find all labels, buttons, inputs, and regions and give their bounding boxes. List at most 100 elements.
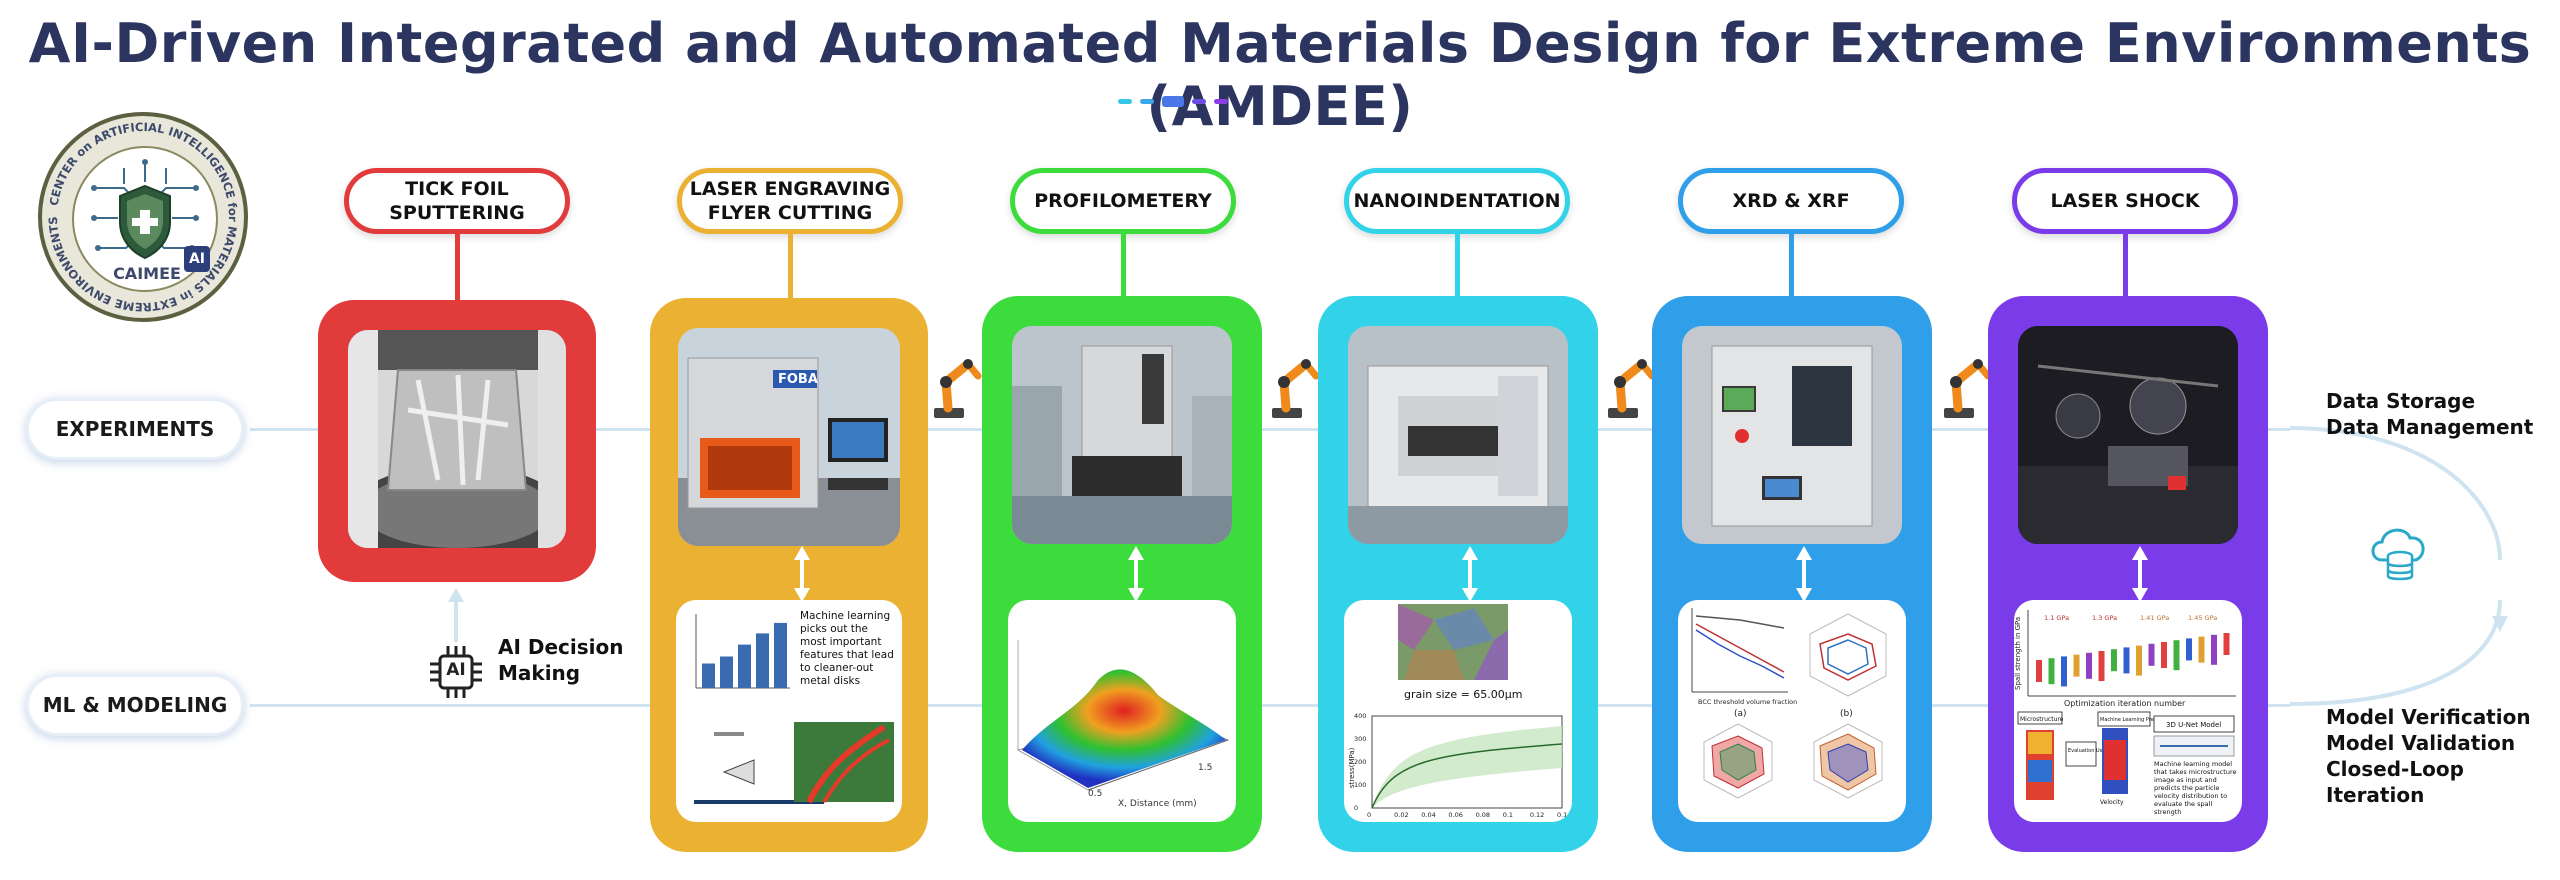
ml-lane-line [250, 704, 2290, 707]
profilometry-tick: 1.5 [1198, 763, 1212, 773]
radar-chart-bottom-left [1703, 723, 1773, 799]
robot-arm-icon-2 [1272, 359, 1320, 418]
nano-y-tick: 300 [1354, 735, 1366, 743]
nano-x-axis-label: strain [1455, 821, 1478, 822]
feature-bar [702, 663, 715, 688]
flyer-disk-illustration [694, 722, 894, 804]
nano-x-tick: 0.02 [1394, 811, 1408, 819]
experiments-lane-line [250, 428, 2290, 431]
spall-tag: 1.3 GPa [2092, 614, 2117, 622]
profilometry-tick: 0.5 [1088, 789, 1102, 799]
spall-box [2211, 634, 2217, 665]
panel-profilometry: X, Distance (mm) 0.5 1.5 [982, 296, 1262, 852]
step-label-nanoindentation: NANOINDENTATION [1344, 168, 1570, 234]
feature-bar [774, 622, 787, 688]
experiments-lane-label: EXPERIMENTS [26, 398, 244, 460]
nano-y-axis-label: stress(MPa) [1348, 747, 1356, 788]
nano-y-tick: 100 [1354, 781, 1366, 789]
step-label-laser-shock: LASER SHOCK [2012, 168, 2238, 234]
step-label-xrd-xrf: XRD & XRF [1678, 168, 1904, 234]
svg-text:Evaluation Using FE: Evaluation Using FE [2068, 748, 2118, 754]
connector-xrd-xrf [1789, 234, 1794, 296]
page-title: AI-Driven Integrated and Automated Mater… [28, 12, 2532, 138]
nano-x-tick: 0.14 [1557, 811, 1571, 819]
panel-laser-engraving: FOBA Machine learning picks out the most… [650, 298, 928, 852]
ml-card-laser-shock: Spall strength in GPa Optimization itera… [2014, 600, 2242, 822]
grain-map-image [1398, 604, 1508, 680]
surface-height-plot: X, Distance (mm) 0.5 1.5 [1016, 640, 1230, 809]
connector-nanoindentation [1455, 234, 1460, 296]
ai-chip-label: AI [446, 660, 466, 680]
spall-box [2123, 647, 2130, 674]
ml-workflow-diagram: Microstructure Evaluation Using FE Machi… [2017, 711, 2235, 806]
nano-y-tick: 400 [1354, 712, 1366, 720]
nano-x-tick: 0.1 [1503, 811, 1513, 819]
spall-tag: 1.45 GPa [2188, 614, 2217, 622]
spall-box [2148, 643, 2155, 666]
svg-text:3D U-Net Model: 3D U-Net Model [2166, 721, 2221, 729]
robot-arm-icon-4 [1944, 359, 1992, 418]
spall-box [2161, 642, 2167, 668]
connector-laser-engraving [788, 234, 793, 298]
connector-sputtering [455, 234, 460, 300]
radar-chart-top: (b) [1809, 613, 1887, 719]
spall-box [2223, 633, 2230, 655]
nano-uncertainty-band [1372, 726, 1562, 808]
spall-tag: 1.1 GPa [2044, 614, 2069, 622]
svg-text:Machine Learning Prediction: Machine Learning Prediction [2100, 717, 2171, 723]
nano-mean-curve [1371, 743, 1563, 809]
spall-box [2198, 636, 2205, 663]
nano-x-tick: 0.12 [1530, 811, 1544, 819]
spall-box [2036, 660, 2042, 682]
ai-up-arrow [448, 588, 464, 642]
volume-fraction-line-chart: BCC threshold volume fraction (a) [1691, 608, 1797, 719]
title-divider [1118, 96, 1258, 108]
spall-box [2048, 658, 2055, 685]
spall-box [2086, 652, 2092, 679]
robot-arm-icon-1 [934, 359, 982, 418]
foba-brand: FOBA [778, 372, 818, 387]
spall-box [2186, 638, 2192, 661]
connector-profilometry [1121, 234, 1126, 296]
photo-laser-shock-setup [2018, 326, 2238, 544]
spall-strength-chart: Spall strength in GPa Optimization itera… [2014, 610, 2236, 708]
photo-laser-engraver: FOBA [678, 328, 900, 546]
panel-laser-shock: Spall strength in GPa Optimization itera… [1988, 296, 2268, 852]
ml-card-xrd: BCC threshold volume fraction (a) (b) [1678, 600, 1906, 822]
robot-arm-icon-3 [1608, 359, 1656, 418]
shock-ml-note: Machine learning model that takes micros… [2154, 760, 2237, 816]
svg-text:CENTER on ARTIFICIAL INTELLIGE: CENTER on ARTIFICIAL INTELLIGENCE for MA… [46, 120, 240, 314]
closed-loop-curve [2289, 426, 2508, 706]
feature-bar [756, 633, 769, 688]
spall-box [2073, 654, 2080, 677]
feature-importance-chart [695, 614, 790, 689]
ml-laser-caption: Machine learning picks out the most impo… [800, 610, 894, 687]
photo-xrd-instrument [1682, 326, 1902, 544]
spall-box [2136, 645, 2142, 676]
svg-text:Velocity: Velocity [2100, 799, 2124, 806]
panel-sputtering [318, 300, 596, 582]
panel-xrd-xrf: BCC threshold volume fraction (a) (b) [1652, 296, 1932, 852]
photo-sputtering-chamber [348, 330, 566, 548]
cloud-database-icon [2366, 520, 2434, 584]
nano-x-tick: 0 [1367, 811, 1371, 819]
nano-y-tick: 0 [1354, 804, 1358, 812]
spall-tag: 1.41 GPa [2140, 614, 2169, 622]
ml-card-laser: Machine learning picks out the most impo… [676, 600, 902, 822]
spall-box [2098, 651, 2105, 681]
step-label-profilometry: PROFILOMETERY [1010, 168, 1236, 234]
logo-name: CAIMEE [113, 264, 181, 283]
ai-badge: AI [184, 246, 210, 272]
feature-bar [720, 656, 733, 688]
nano-x-tick: 0.08 [1476, 811, 1490, 819]
svg-text:Microstructure: Microstructure [2020, 716, 2064, 723]
xrd-x-axis-label: BCC threshold volume fraction [1698, 698, 1797, 706]
nano-x-tick: 0.04 [1421, 811, 1435, 819]
feature-bar [738, 644, 751, 688]
